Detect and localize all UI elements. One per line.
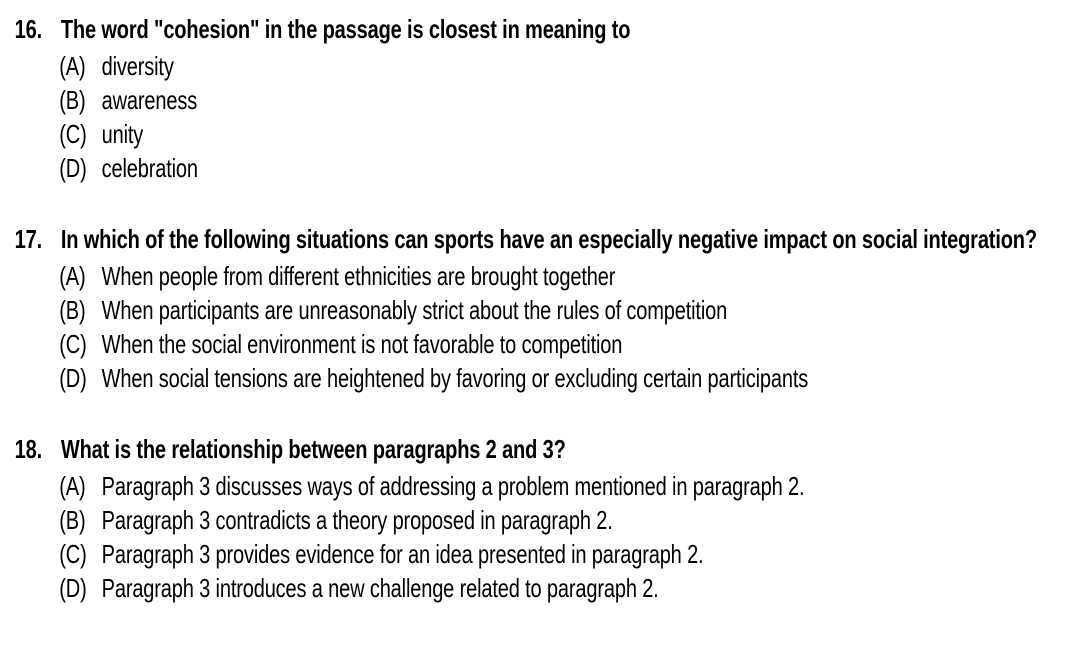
page-scale-wrapper: 16. The word "cohesion" in the passage i… xyxy=(15,12,1078,605)
option-c: (C) unity xyxy=(59,117,1078,151)
option-text: Paragraph 3 discusses ways of addressing… xyxy=(101,471,805,501)
option-b: (B) Paragraph 3 contradicts a theory pro… xyxy=(59,503,1078,537)
option-letter: (B) xyxy=(59,85,86,115)
question-16: 16. The word "cohesion" in the passage i… xyxy=(15,12,1078,185)
option-letter: (D) xyxy=(59,363,87,393)
question-17: 17. In which of the following situations… xyxy=(15,222,1078,395)
question-stem: In which of the following situations can… xyxy=(60,224,1037,254)
option-letter: (C) xyxy=(59,539,87,569)
option-text: When the social environment is not favor… xyxy=(101,329,623,359)
question-17-options: (A) When people from different ethniciti… xyxy=(59,259,1078,395)
option-letter: (A) xyxy=(59,261,86,291)
question-stem: What is the relationship between paragra… xyxy=(60,434,566,464)
option-text: unity xyxy=(101,119,144,149)
option-text: When people from different ethnicities a… xyxy=(101,261,616,291)
option-c: (C) When the social environment is not f… xyxy=(59,327,1078,361)
question-18: 18. What is the relationship between par… xyxy=(15,432,1078,605)
option-letter: (D) xyxy=(59,573,87,603)
question-18-options: (A) Paragraph 3 discusses ways of addres… xyxy=(59,469,1078,605)
question-16-header: 16. The word "cohesion" in the passage i… xyxy=(15,12,1078,47)
option-d: (D) celebration xyxy=(59,151,1078,185)
option-b: (B) awareness xyxy=(59,83,1078,117)
option-letter: (D) xyxy=(59,153,87,183)
question-18-header: 18. What is the relationship between par… xyxy=(15,432,1078,467)
option-letter: (C) xyxy=(59,119,87,149)
option-a: (A) diversity xyxy=(59,49,1078,83)
option-c: (C) Paragraph 3 provides evidence for an… xyxy=(59,537,1078,571)
option-letter: (C) xyxy=(59,329,87,359)
option-letter: (A) xyxy=(59,51,86,81)
question-17-header: 17. In which of the following situations… xyxy=(15,222,1078,257)
question-number: 18. xyxy=(14,434,43,464)
option-a: (A) Paragraph 3 discusses ways of addres… xyxy=(59,469,1078,503)
option-letter: (B) xyxy=(59,505,86,535)
option-b: (B) When participants are unreasonably s… xyxy=(59,293,1078,327)
option-text: When participants are unreasonably stric… xyxy=(101,295,728,325)
option-text: Paragraph 3 provides evidence for an ide… xyxy=(101,539,704,569)
option-d: (D) Paragraph 3 introduces a new challen… xyxy=(59,571,1078,605)
option-text: celebration xyxy=(101,153,198,183)
option-text: Paragraph 3 contradicts a theory propose… xyxy=(101,505,613,535)
option-a: (A) When people from different ethniciti… xyxy=(59,259,1078,293)
option-text: When social tensions are heightened by f… xyxy=(101,363,809,393)
option-text: awareness xyxy=(101,85,198,115)
question-stem: The word "cohesion" in the passage is cl… xyxy=(60,14,631,44)
question-number: 17. xyxy=(14,224,43,254)
option-text: Paragraph 3 introduces a new challenge r… xyxy=(101,573,659,603)
option-text: diversity xyxy=(101,51,174,81)
question-16-options: (A) diversity (B) awareness (C) unity (D… xyxy=(59,49,1078,185)
question-number: 16. xyxy=(14,14,43,44)
option-letter: (A) xyxy=(59,471,86,501)
option-d: (D) When social tensions are heightened … xyxy=(59,361,1078,395)
test-sheet-page: 16. The word "cohesion" in the passage i… xyxy=(15,12,1078,605)
option-letter: (B) xyxy=(59,295,86,325)
